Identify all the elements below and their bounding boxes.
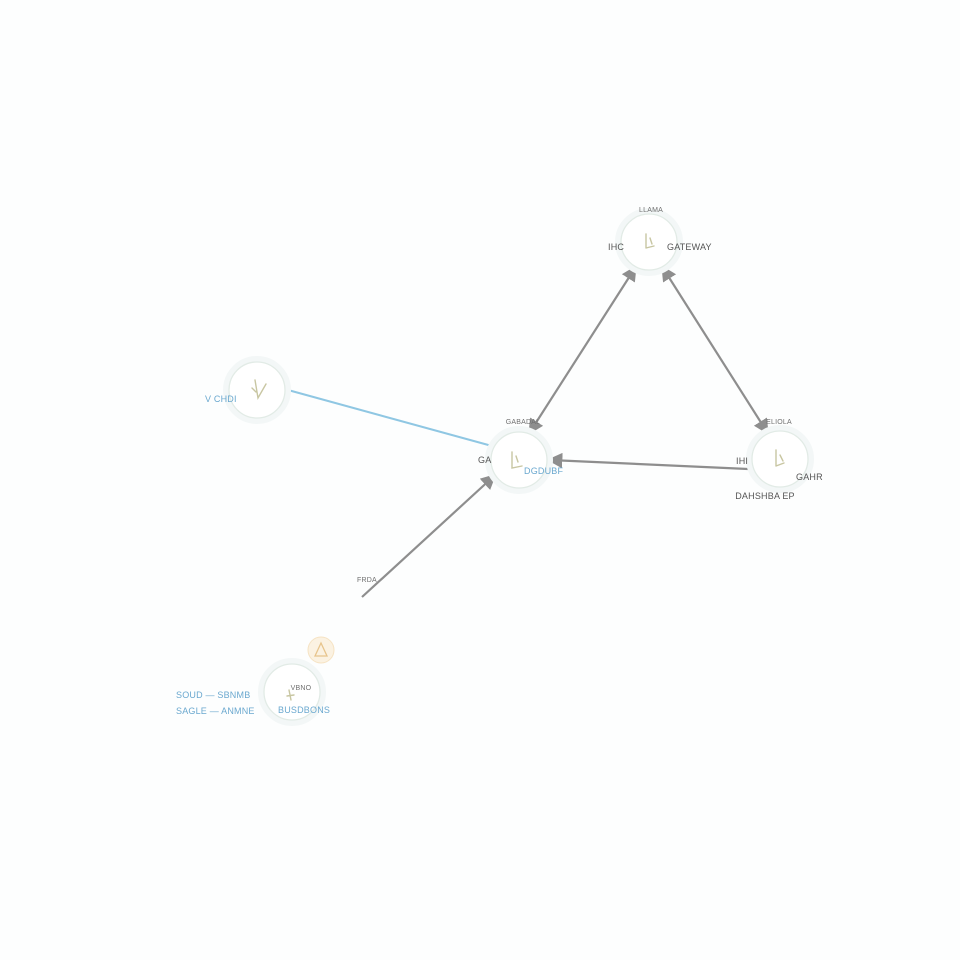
node-gateway-left-label: IHC xyxy=(608,242,624,252)
node-center-right-label: DGDUBF xyxy=(524,466,564,476)
node-gateway-right-label: GATEWAY xyxy=(667,242,712,252)
node-east-left-label: IHI xyxy=(736,456,748,466)
node-center-top-label: GABADAL xyxy=(506,419,540,426)
warning-badge-icon[interactable] xyxy=(307,636,335,664)
node-southwest[interactable]: VBNO BUSDBONS SOUD — SBNMB SAGLE — ANMNE xyxy=(176,658,330,726)
edge-gateway-center xyxy=(528,265,637,435)
node-southwest-top-label: VBNO xyxy=(291,685,312,692)
node-southwest-left-line2: SAGLE — ANMNE xyxy=(176,706,255,716)
node-center[interactable]: GABADAL GA DGDUBF xyxy=(478,419,564,494)
node-southwest-right-label: BUSDBONS xyxy=(278,705,330,715)
app-node-icon xyxy=(286,689,295,701)
node-southwest-left-line1: SOUD — SBNMB xyxy=(176,690,250,700)
node-east[interactable]: ELIOLA IHI GAHR DAHSHBA EP xyxy=(735,419,823,501)
node-west[interactable]: V CHDI xyxy=(205,356,291,424)
edge-west-center xyxy=(287,389,493,447)
app-node-icon xyxy=(511,451,523,469)
app-node-icon xyxy=(775,449,785,467)
edge-southwest-center xyxy=(361,473,497,598)
node-east-bottom-label: DAHSHBA EP xyxy=(735,491,795,501)
edge-label-southwest-center: FRDA xyxy=(357,577,377,584)
app-node-icon xyxy=(645,233,655,249)
node-gateway-top-label: LLAMA xyxy=(639,207,663,214)
node-east-top-label: ELIOLA xyxy=(766,419,792,426)
edge-east-center xyxy=(546,452,749,471)
node-west-left-label: V CHDI xyxy=(205,394,237,404)
app-node-icon xyxy=(251,379,267,401)
edge-gateway-east xyxy=(661,265,769,435)
node-center-left-label: GA xyxy=(478,455,491,465)
node-gateway[interactable]: LLAMA IHC GATEWAY xyxy=(608,207,712,276)
node-east-right-label: GAHR xyxy=(796,472,823,482)
